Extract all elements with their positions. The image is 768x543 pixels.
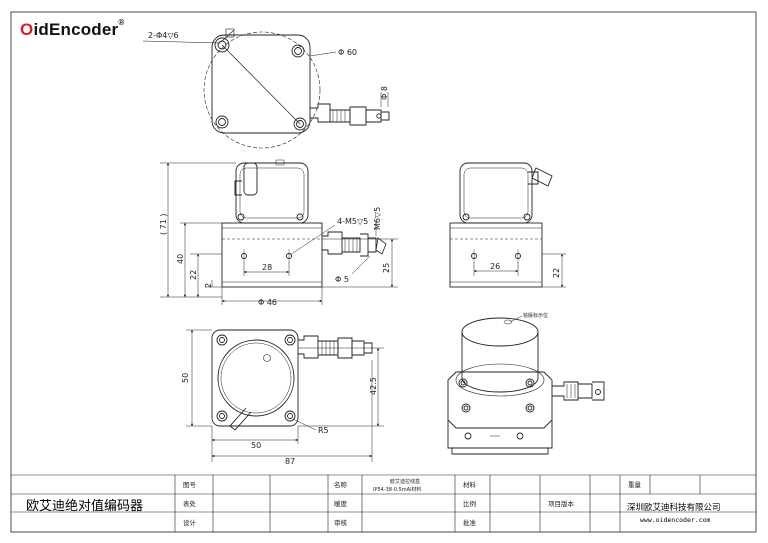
tb-r2c5: 比例 (463, 499, 476, 508)
side-view-labels: 26 22 (490, 262, 561, 278)
label-holes-side: 4-M5▽5 (337, 217, 368, 226)
bottom-view (211, 329, 373, 431)
title-company-cn: 欧艾迪绝对值编码器 (26, 498, 143, 514)
label-thread: M6▽5 (373, 207, 382, 230)
tb-name-line2: IP54-38-0.5mAl材料 (373, 486, 421, 493)
label-h-42-5: 42.5 (369, 377, 378, 395)
title-block (11, 474, 756, 532)
label-h-50: 50 (181, 373, 190, 383)
label-dia-46: Φ 46 (258, 298, 277, 307)
tb-r1c3: 名称 (334, 480, 348, 489)
label-holes-top: 2-Φ4▽6 (148, 31, 179, 40)
label-dia-60: Φ 60 (338, 48, 357, 57)
top-view (203, 28, 390, 149)
tb-website: www.oidencoder.com (640, 516, 711, 524)
label-h-71: ( 71 ) (159, 213, 168, 235)
bottom-view-labels: 50 42.5 R5 50 87 (181, 373, 378, 466)
tb-r3c1: 设计 (183, 518, 197, 527)
side-view (449, 162, 553, 288)
front-view (221, 159, 387, 288)
tb-r1c5: 材料 (463, 480, 477, 489)
tb-r3c3: 审核 (334, 518, 348, 527)
tb-r1c9: 重量 (628, 481, 642, 489)
front-view-dims (160, 162, 398, 305)
tb-r1c1: 图号 (183, 481, 197, 489)
isometric-view (447, 315, 605, 455)
label-w-50: 50 (251, 441, 261, 450)
tb-r3c5: 批准 (463, 518, 477, 527)
drawing-frame (10, 11, 757, 533)
tb-company-full: 深圳欧艾迪科技有限公司 (627, 502, 721, 513)
label-h-22-right: 22 (552, 268, 561, 278)
side-view-dims (473, 253, 566, 288)
top-view-labels: 2-Φ4▽6 Φ 60 Φ 8 (142, 31, 389, 100)
tb-r2c7: 项目版本 (548, 499, 575, 508)
tb-r2c3: 暖度 (334, 499, 348, 508)
label-h-2: 2 (204, 283, 213, 288)
label-h-25: 25 (382, 263, 391, 273)
label-w-26: 26 (490, 262, 500, 271)
label-w-28: 28 (262, 263, 272, 272)
bottom-view-dims (186, 329, 384, 462)
label-dia-5: Φ 5 (335, 275, 349, 284)
label-h-40: 40 (176, 254, 185, 264)
label-nameplate: 铭版标示位 (523, 312, 548, 319)
label-h-22: 22 (189, 270, 198, 280)
tb-name-line1: 欧艾迪拉线盒 (390, 478, 420, 485)
tb-r2c1: 表处 (183, 499, 197, 508)
label-r-5: R5 (318, 426, 329, 435)
label-w-87: 87 (285, 457, 295, 466)
front-view-labels: ( 71 ) 40 22 2 28 Φ 46 4-M5▽5 M6▽5 Φ 5 2… (159, 207, 391, 307)
label-dia-8: Φ 8 (380, 86, 389, 100)
title-block-text: 欧艾迪绝对值编码器 图号 表处 设计 名称 暖度 审核 欧艾迪拉线盒 IP54-… (26, 478, 721, 527)
company-logo: OidEncoder® (20, 18, 125, 39)
